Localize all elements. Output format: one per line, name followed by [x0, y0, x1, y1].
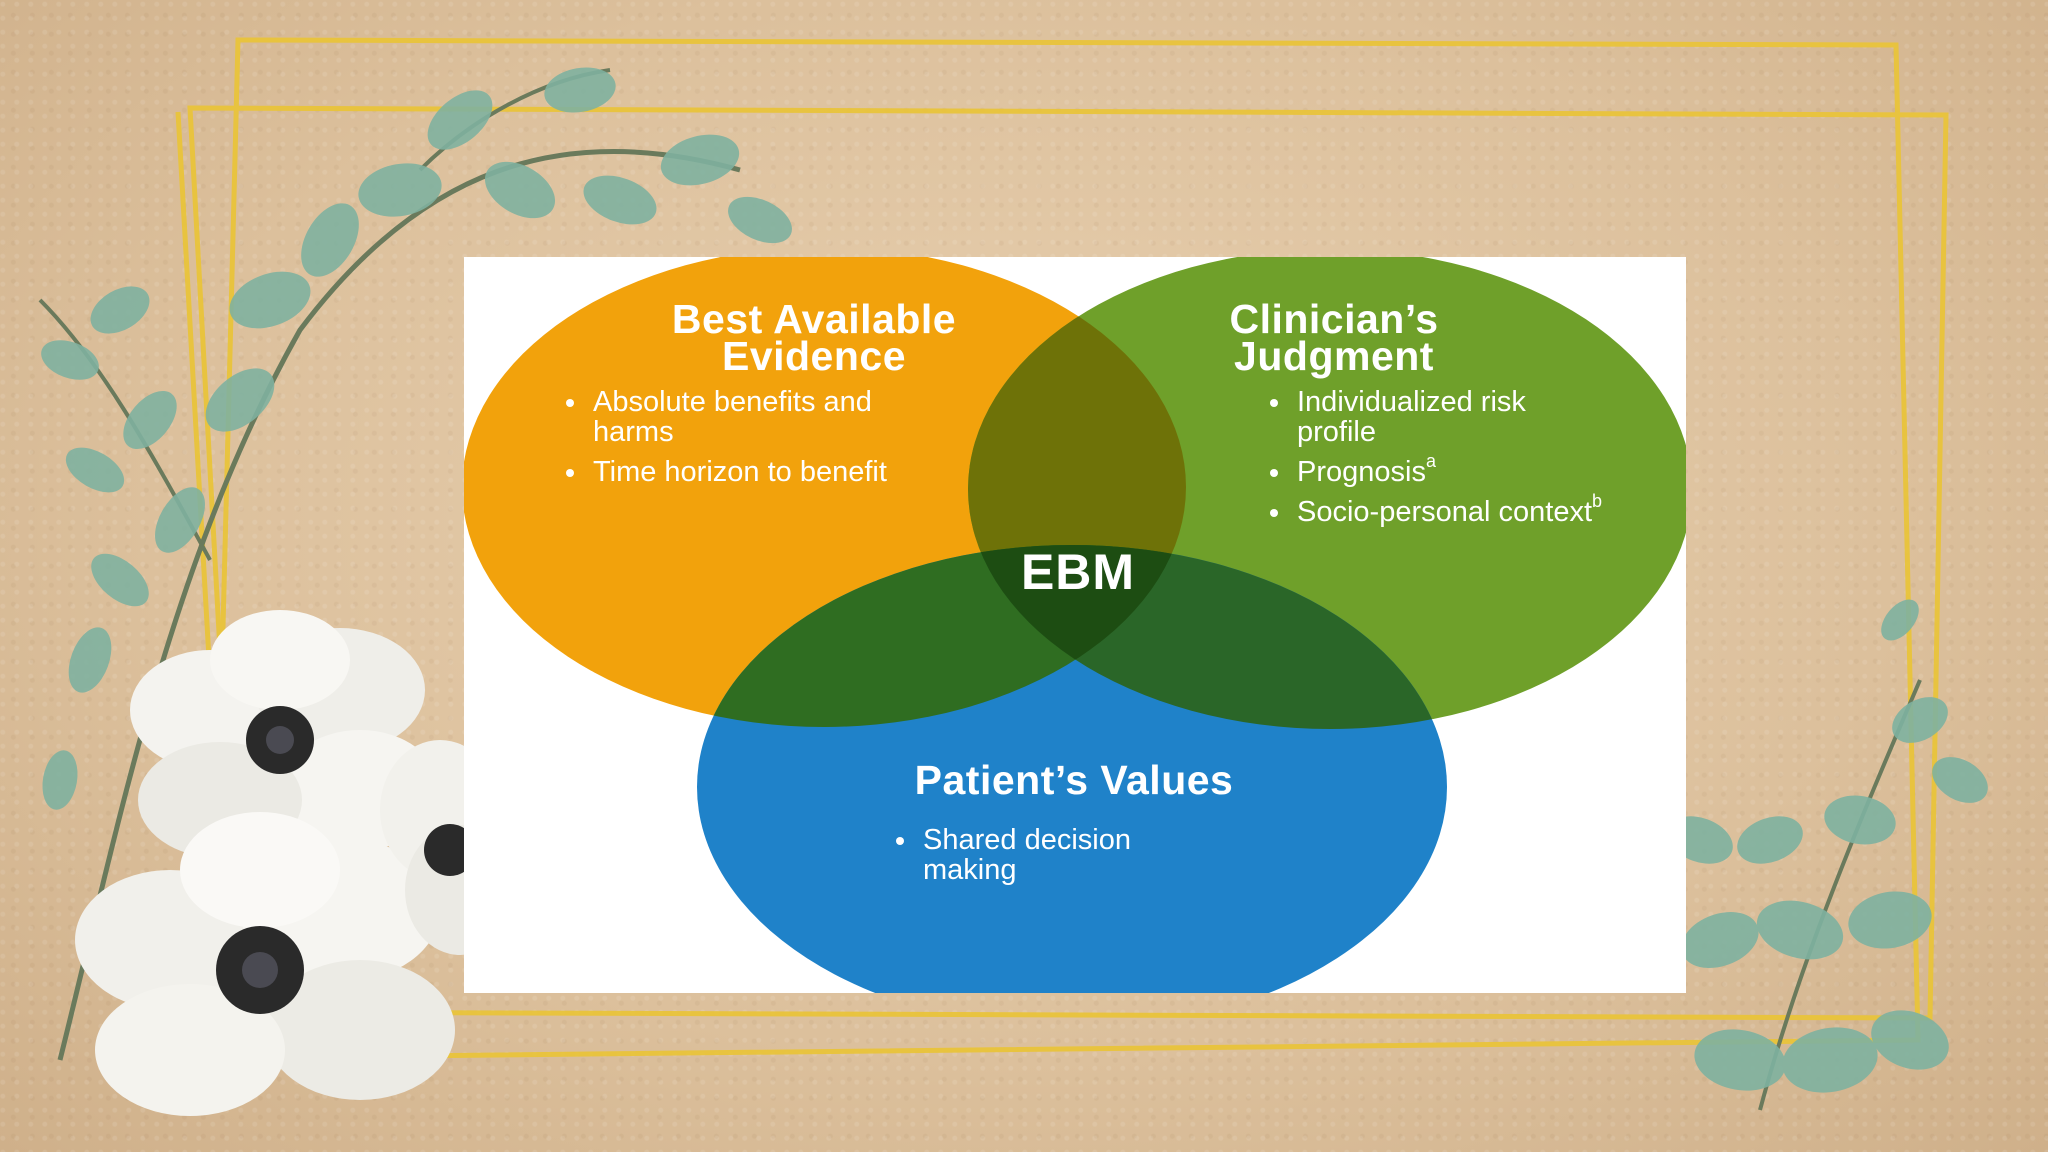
eucalyptus-leaf-icon — [358, 163, 442, 217]
eucalyptus-leaf-icon — [65, 447, 125, 493]
eucalyptus-leaf-icon — [1737, 816, 1803, 864]
eucalyptus-leaf-icon — [155, 487, 205, 553]
eucalyptus-leaf-icon — [544, 67, 616, 113]
evidence-bullet: Absolute benefits and harms — [560, 387, 940, 447]
center-label: EBM — [1020, 544, 1136, 600]
values-title: Patient’s Values — [844, 757, 1304, 803]
footnote-a: a — [1425, 451, 1436, 471]
eucalyptus-leaf-icon — [90, 286, 150, 334]
eucalyptus-leaf-icon — [42, 750, 78, 810]
eucalyptus-leaf-icon — [1848, 891, 1932, 949]
judgment-bullet: Socio-personal contextb — [1264, 492, 1604, 527]
eucalyptus-leaf-icon — [1932, 757, 1988, 803]
eucalyptus-leaf-icon — [1756, 900, 1844, 960]
eucalyptus-leaf-icon — [1892, 697, 1948, 743]
eucalyptus-leaf-icon — [205, 368, 275, 432]
evidence-bullet: Time horizon to benefit — [560, 457, 940, 487]
eucalyptus-leaf-icon — [728, 196, 792, 244]
eucalyptus-leaf-icon — [484, 161, 556, 219]
values-title-line-1: Patient’s Values — [914, 757, 1234, 803]
anemone-flower-icon — [75, 812, 455, 1116]
eucalyptus-leaf-icon — [583, 175, 657, 225]
judgment-title: Clinician’s Judgment — [1164, 296, 1504, 379]
judgment-title-line-1: Clinician’s — [1229, 296, 1439, 342]
judgment-bullet: Prognosisa — [1264, 452, 1604, 487]
venn-diagram-panel: Best Available Evidence Absolute benefit… — [464, 257, 1686, 993]
footnote-b: b — [1592, 491, 1603, 511]
eucalyptus-leaf-icon — [1824, 795, 1896, 845]
overlap-judgment-values — [968, 545, 1447, 729]
eucalyptus-leaf-icon — [1694, 1029, 1786, 1091]
venn-circles — [464, 257, 1686, 993]
eucalyptus-leaf-icon — [1881, 599, 1919, 641]
eucalyptus-leaf-icon — [301, 203, 359, 277]
evidence-title-line-2: Evidence — [721, 333, 907, 379]
eucalyptus-leaf-icon — [1871, 1010, 1949, 1070]
eucalyptus-branch-left — [38, 67, 792, 1061]
eucalyptus-leaf-icon — [68, 627, 112, 693]
eucalyptus-leaf-icon — [1782, 1027, 1878, 1093]
judgment-title-line-2: Judgment — [1234, 333, 1434, 379]
eucalyptus-leaf-icon — [91, 553, 149, 607]
eucalyptus-leaf-icon — [1681, 911, 1759, 969]
judgment-bullet: Individualized risk profile — [1264, 387, 1604, 447]
eucalyptus-leaf-icon — [41, 340, 99, 380]
eucalyptus-branch-right — [1667, 599, 1988, 1111]
overlap-evidence-values — [697, 545, 1186, 727]
judgment-bullets: Individualized risk profile Prognosisa S… — [1264, 387, 1604, 537]
eucalyptus-leaf-icon — [660, 134, 740, 186]
eucalyptus-leaf-icon — [123, 390, 177, 450]
evidence-title-line-1: Best Available — [671, 296, 957, 342]
values-bullets: Shared decision making — [890, 825, 1230, 895]
evidence-bullets: Absolute benefits and harms Time horizon… — [560, 387, 940, 497]
eucalyptus-leaf-icon — [229, 271, 311, 329]
evidence-title: Best Available Evidence — [604, 296, 1024, 379]
eucalyptus-leaf-icon — [427, 90, 493, 150]
values-bullet: Shared decision making — [890, 825, 1230, 885]
anemone-flowers — [75, 610, 515, 1116]
